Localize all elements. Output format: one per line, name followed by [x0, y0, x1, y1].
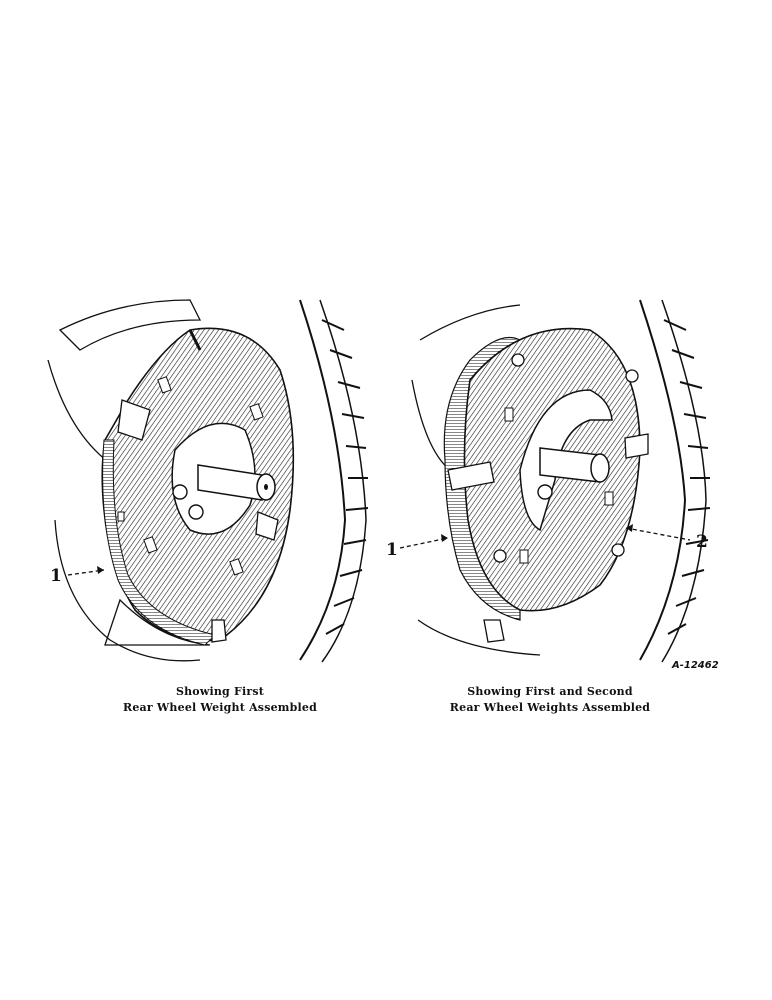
- callout-2-right: 2: [696, 532, 708, 552]
- callout-1-left: 1: [50, 566, 62, 586]
- right-caption: Showing First and Second Rear Wheel Weig…: [440, 684, 660, 716]
- right-caption-line1: Showing First and Second: [467, 685, 633, 698]
- right-caption-line2: Rear Wheel Weights Assembled: [449, 701, 651, 714]
- figure-id: A-12462: [672, 660, 719, 671]
- left-caption: Showing First Rear Wheel Weight Assemble…: [120, 684, 320, 716]
- right-wheel-drawing: [399, 299, 711, 663]
- callout-1-right: 1: [386, 540, 398, 560]
- left-caption-line2: Rear Wheel Weight Assembled: [122, 701, 317, 714]
- left-caption-line1: Showing First: [175, 685, 265, 698]
- left-wheel-drawing: [47, 299, 369, 663]
